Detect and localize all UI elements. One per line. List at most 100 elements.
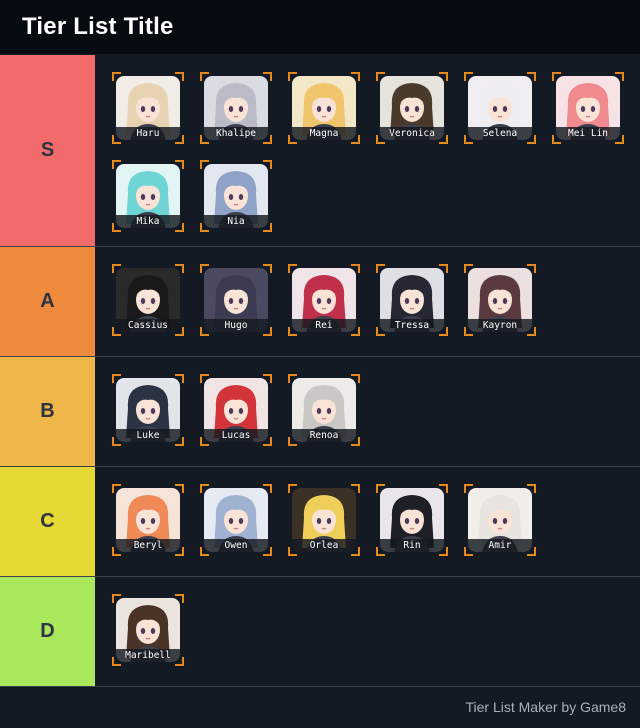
character-card[interactable]: Lucas — [200, 374, 272, 446]
card-corner-bracket — [527, 135, 536, 144]
character-name: Khalipe — [204, 127, 268, 140]
character-portrait — [380, 268, 444, 332]
character-card[interactable]: Kayron — [464, 264, 536, 336]
card-corner-bracket — [464, 264, 473, 273]
character-card[interactable]: Luke — [112, 374, 184, 446]
card-corner-bracket — [200, 437, 209, 446]
character-card[interactable]: Hugo — [200, 264, 272, 336]
card-corner-bracket — [351, 547, 360, 556]
tier-label[interactable]: B — [0, 357, 95, 466]
character-name: Lucas — [204, 429, 268, 442]
card-corner-bracket — [112, 484, 121, 493]
character-portrait-art — [478, 495, 522, 552]
character-name: Veronica — [380, 127, 444, 140]
character-name: Kayron — [468, 319, 532, 332]
character-card[interactable]: Maribell — [112, 594, 184, 666]
tier-row-d: D Maribell — [0, 577, 640, 687]
card-corner-bracket — [112, 327, 121, 336]
character-card[interactable]: Beryl — [112, 484, 184, 556]
card-corner-bracket — [288, 327, 297, 336]
character-card[interactable]: Selena — [464, 72, 536, 144]
character-name: Mika — [116, 215, 180, 228]
character-name: Hugo — [204, 319, 268, 332]
card-corner-bracket — [288, 264, 297, 273]
card-corner-bracket — [175, 657, 184, 666]
character-portrait-art — [390, 275, 434, 332]
card-corner-bracket — [527, 327, 536, 336]
character-card[interactable]: Renoa — [288, 374, 360, 446]
card-corner-bracket — [464, 327, 473, 336]
card-corner-bracket — [175, 160, 184, 169]
card-corner-bracket — [175, 547, 184, 556]
card-corner-bracket — [175, 374, 184, 383]
card-corner-bracket — [527, 72, 536, 81]
card-corner-bracket — [376, 327, 385, 336]
character-name: Rei — [292, 319, 356, 332]
card-corner-bracket — [112, 72, 121, 81]
card-corner-bracket — [288, 437, 297, 446]
character-name: Owen — [204, 539, 268, 552]
card-corner-bracket — [376, 72, 385, 81]
character-card[interactable]: Orlea — [288, 484, 360, 556]
character-name: Nia — [204, 215, 268, 228]
character-name: Renoa — [292, 429, 356, 442]
card-corner-bracket — [527, 264, 536, 273]
character-card[interactable]: Nia — [200, 160, 272, 232]
character-name: Magna — [292, 127, 356, 140]
tier-label[interactable]: S — [0, 55, 95, 246]
card-corner-bracket — [175, 72, 184, 81]
character-name: Mei Lin — [556, 127, 620, 140]
card-corner-bracket — [263, 135, 272, 144]
card-corner-bracket — [288, 135, 297, 144]
card-corner-bracket — [439, 327, 448, 336]
character-card[interactable]: Rei — [288, 264, 360, 336]
card-corner-bracket — [112, 160, 121, 169]
card-corner-bracket — [175, 484, 184, 493]
card-corner-bracket — [175, 223, 184, 232]
tier-label[interactable]: D — [0, 577, 95, 686]
character-card[interactable]: Mei Lin — [552, 72, 624, 144]
tier-list-title[interactable]: Tier List Title — [22, 13, 174, 40]
card-corner-bracket — [439, 547, 448, 556]
tier-row-c: C Beryl Owen Orlea Rin Amir — [0, 467, 640, 577]
card-corner-bracket — [112, 437, 121, 446]
character-name: Beryl — [116, 539, 180, 552]
tier-label[interactable]: A — [0, 247, 95, 356]
card-corner-bracket — [351, 72, 360, 81]
card-corner-bracket — [288, 72, 297, 81]
card-corner-bracket — [263, 374, 272, 383]
card-corner-bracket — [552, 72, 561, 81]
card-corner-bracket — [351, 374, 360, 383]
card-corner-bracket — [112, 264, 121, 273]
card-corner-bracket — [263, 72, 272, 81]
character-card[interactable]: Cassius — [112, 264, 184, 336]
character-name: Rin — [380, 539, 444, 552]
card-corner-bracket — [552, 135, 561, 144]
character-card[interactable]: Amir — [464, 484, 536, 556]
character-card[interactable]: Magna — [288, 72, 360, 144]
character-name: Amir — [468, 539, 532, 552]
card-corner-bracket — [464, 135, 473, 144]
character-card[interactable]: Mika — [112, 160, 184, 232]
card-corner-bracket — [112, 547, 121, 556]
card-corner-bracket — [200, 327, 209, 336]
character-card[interactable]: Rin — [376, 484, 448, 556]
character-name: Orlea — [292, 539, 356, 552]
card-corner-bracket — [112, 223, 121, 232]
card-corner-bracket — [263, 327, 272, 336]
character-card[interactable]: Veronica — [376, 72, 448, 144]
card-corner-bracket — [376, 264, 385, 273]
character-name: Maribell — [116, 649, 180, 662]
card-corner-bracket — [351, 437, 360, 446]
tier-label[interactable]: C — [0, 467, 95, 576]
character-card[interactable]: Khalipe — [200, 72, 272, 144]
card-corner-bracket — [175, 437, 184, 446]
character-card[interactable]: Owen — [200, 484, 272, 556]
character-card[interactable]: Tressa — [376, 264, 448, 336]
character-card[interactable]: Haru — [112, 72, 184, 144]
card-corner-bracket — [200, 160, 209, 169]
